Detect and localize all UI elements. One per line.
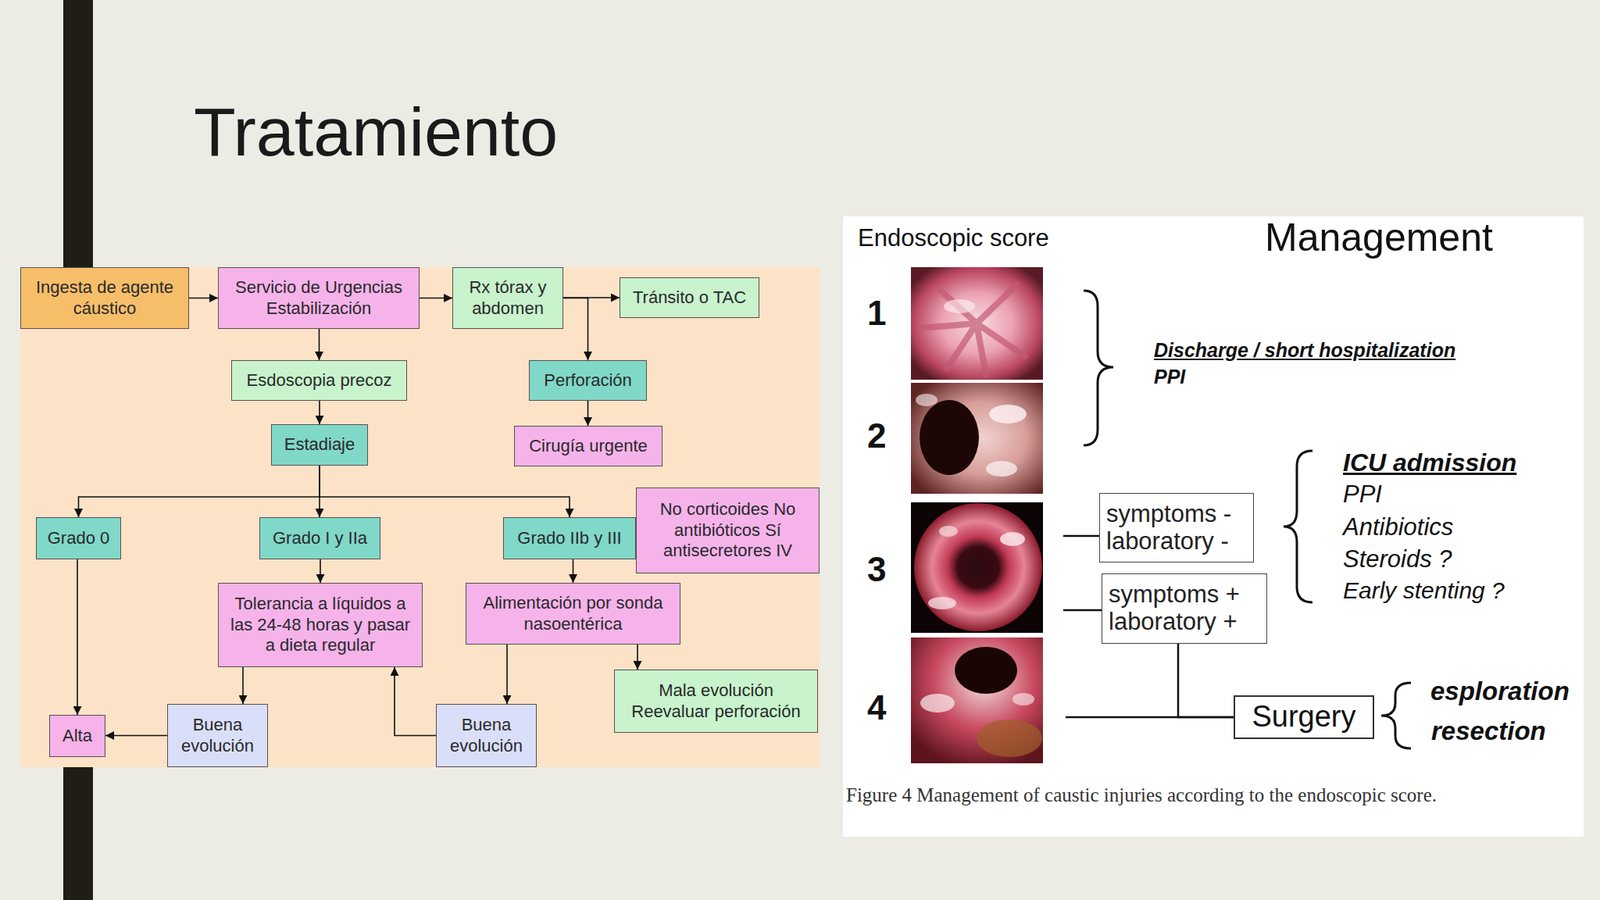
connector bbox=[419, 297, 453, 300]
annotation-text: esploration bbox=[1430, 675, 1570, 708]
connector bbox=[1178, 643, 1234, 718]
connector bbox=[563, 296, 620, 299]
flow-panel bbox=[20, 267, 820, 768]
grade-box: Grado I y IIa bbox=[259, 517, 381, 560]
process-box: Servicio de Urgencias Estabilización bbox=[217, 267, 420, 329]
process-box: Cirugía urgente bbox=[514, 425, 663, 467]
node-text: Rx tórax y abdomen bbox=[459, 277, 557, 319]
endoscopy-photo bbox=[910, 637, 1043, 764]
connector bbox=[318, 400, 321, 425]
node-text: No corticoides No antibióticos Sí antise… bbox=[642, 499, 813, 561]
endoscopy-photo bbox=[910, 502, 1043, 633]
figure-caption: Figure 4 Management of caustic injuries … bbox=[846, 781, 1581, 810]
connector bbox=[76, 559, 79, 715]
grade-box: Perforación bbox=[528, 360, 647, 401]
node-text: Estadiaje bbox=[284, 434, 356, 455]
process-box: No corticoides No antibióticos Sí antise… bbox=[635, 487, 820, 574]
annotation-text: Early stenting ? bbox=[1342, 576, 1505, 605]
annotation-text: Management bbox=[1264, 214, 1493, 261]
node-text: Perforación bbox=[543, 370, 633, 391]
annotation-text: Steroids ? bbox=[1342, 544, 1453, 574]
slide-title: Tratamiento bbox=[193, 97, 558, 167]
exam-box: Rx tórax y abdomen bbox=[452, 267, 564, 329]
node-text: Alta bbox=[62, 725, 93, 747]
node-text: Esdoscopia precoz bbox=[246, 370, 393, 391]
endoscopy-photo bbox=[910, 382, 1043, 494]
connector bbox=[242, 667, 244, 704]
annotation-text: resection bbox=[1431, 715, 1547, 747]
node-text: Ingesta de agente cáustico bbox=[27, 277, 183, 319]
exam-box: Mala evolución Reevaluar perforación bbox=[614, 669, 818, 733]
process-box: Tolerancia a líquidos a las 24-48 horas … bbox=[217, 582, 423, 668]
brace bbox=[1283, 450, 1313, 603]
connector bbox=[78, 465, 321, 518]
outcome-box: Buena evolución bbox=[435, 703, 537, 768]
leader-line bbox=[1063, 609, 1102, 612]
leader-line bbox=[1063, 535, 1100, 538]
process-box: Alimentación por sonda nasoentérica bbox=[465, 582, 681, 645]
node-text: Buena evolución bbox=[174, 714, 261, 757]
finding-box: symptoms - laboratory - bbox=[1099, 492, 1254, 563]
annotation-text: Antibiotics bbox=[1342, 512, 1454, 542]
node-text: Surgery bbox=[1251, 699, 1356, 736]
node-text: Grado IIb y III bbox=[517, 528, 622, 549]
process-box: Alta bbox=[49, 714, 106, 758]
connector bbox=[636, 644, 639, 670]
node-text: Tránsito o TAC bbox=[632, 287, 747, 308]
node-text: Grado I y IIa bbox=[272, 528, 368, 549]
node-text: Cirugía urgente bbox=[528, 435, 648, 457]
node-text: Buena evolución bbox=[442, 714, 530, 757]
start-box: Ingesta de agente cáustico bbox=[20, 267, 190, 329]
node-text: Mala evolución Reevaluar perforación bbox=[621, 680, 811, 722]
annotation-text: Discharge / short hospitalization bbox=[1153, 338, 1456, 362]
annotation-text: ICU admission bbox=[1342, 447, 1517, 478]
connector bbox=[189, 297, 218, 300]
leader-line bbox=[1065, 716, 1234, 719]
exam-box: Tránsito o TAC bbox=[619, 277, 760, 318]
connector bbox=[318, 328, 321, 361]
connector bbox=[587, 400, 590, 426]
grade-box: Estadiaje bbox=[271, 424, 368, 466]
node-text: symptoms + laboratory + bbox=[1108, 581, 1261, 636]
endoscopy-photo bbox=[910, 267, 1043, 380]
connector bbox=[572, 559, 575, 583]
connector bbox=[318, 465, 321, 518]
surgery-box: Surgery bbox=[1233, 695, 1375, 740]
exam-box: Esdoscopia precoz bbox=[231, 360, 408, 401]
node-text: Grado 0 bbox=[47, 528, 111, 549]
callout-number: 3 bbox=[867, 549, 886, 591]
finding-box: symptoms + laboratory + bbox=[1101, 573, 1268, 644]
brace bbox=[1083, 290, 1114, 446]
outcome-box: Buena evolución bbox=[167, 703, 268, 768]
grade-box: Grado IIb y III bbox=[503, 517, 636, 560]
callout-number: 1 bbox=[867, 292, 886, 335]
node-text: Alimentación por sonda nasoentérica bbox=[472, 592, 674, 635]
node-text: symptoms - laboratory - bbox=[1106, 500, 1247, 555]
callout-number: 2 bbox=[867, 415, 886, 458]
callout-number: 4 bbox=[867, 687, 886, 729]
grade-box: Grado 0 bbox=[35, 517, 122, 560]
connector bbox=[563, 298, 589, 361]
connector bbox=[506, 644, 508, 704]
annotation-text: PPI bbox=[1342, 479, 1383, 509]
node-text: Servicio de Urgencias Estabilización bbox=[225, 277, 413, 319]
annotation-text: Endoscopic score bbox=[857, 223, 1050, 253]
connector bbox=[394, 667, 436, 736]
annotation-text: PPI bbox=[1153, 364, 1186, 389]
connector bbox=[319, 559, 322, 583]
connector bbox=[105, 735, 168, 737]
connector bbox=[319, 465, 570, 518]
brace bbox=[1381, 682, 1411, 749]
node-text: Tolerancia a líquidos a las 24-48 horas … bbox=[225, 593, 416, 656]
figure-panel bbox=[842, 216, 1584, 837]
